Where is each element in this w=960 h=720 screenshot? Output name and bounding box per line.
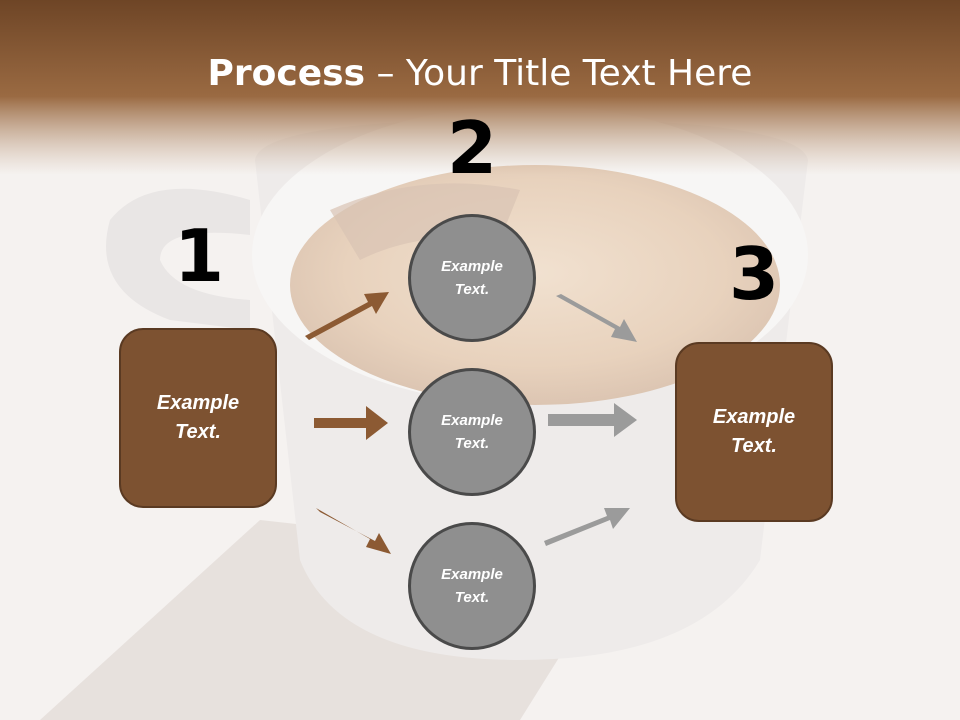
title-bold: Process	[207, 53, 366, 94]
arrow-left-to-top	[305, 292, 389, 340]
slide-title: Process – Your Title Text Here	[0, 52, 960, 96]
step-2-circle-top: Example Text.	[408, 214, 536, 342]
arrow-left-to-bottom	[316, 508, 391, 554]
step-3-box-label: Example Text.	[712, 406, 796, 457]
step-1-number: 1	[173, 214, 225, 298]
circle-bottom-label: Example Text.	[441, 566, 503, 606]
step-1-box: Example Text.	[119, 328, 277, 508]
arrow-left-to-middle	[314, 406, 388, 440]
arrow-bottom-to-right	[544, 508, 630, 546]
step-2-circle-bottom: Example Text.	[408, 522, 536, 650]
step-1-box-label: Example Text.	[156, 392, 240, 443]
title-rest: – Your Title Text Here	[365, 53, 753, 94]
arrow-middle-to-right	[548, 403, 637, 437]
circle-top-label: Example Text.	[441, 258, 503, 298]
circle-middle-label: Example Text.	[441, 412, 503, 452]
step-3-number: 3	[728, 232, 780, 316]
step-2-circle-middle: Example Text.	[408, 368, 536, 496]
step-2-number: 2	[446, 106, 498, 190]
arrow-top-to-right	[556, 294, 637, 342]
step-3-box: Example Text.	[675, 342, 833, 522]
